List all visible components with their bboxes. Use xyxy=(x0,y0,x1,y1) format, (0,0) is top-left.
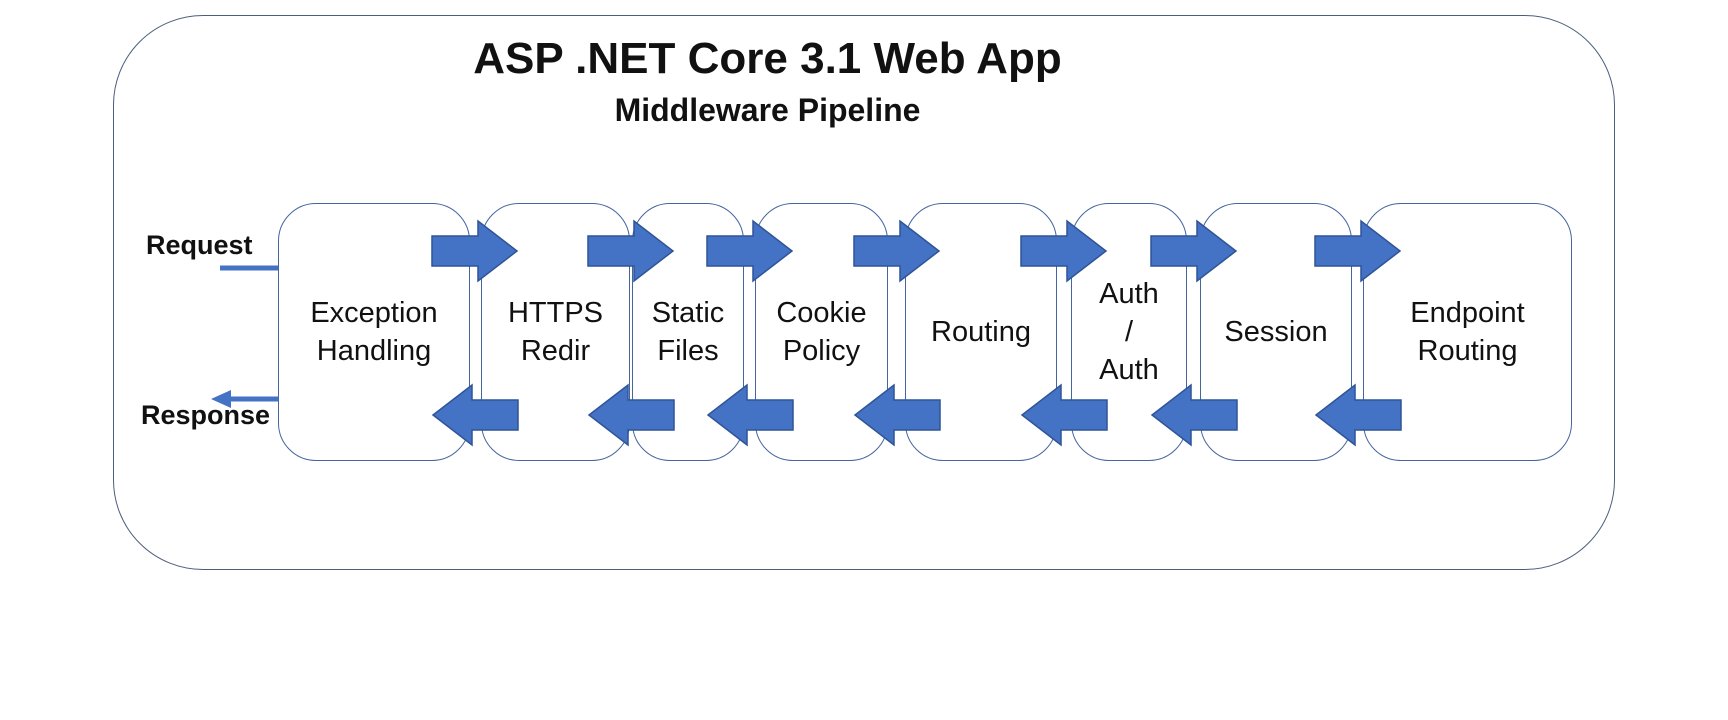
box-label: Auth / Auth xyxy=(1099,277,1159,387)
box-label: Routing xyxy=(931,315,1031,348)
block-arrow-left-icon xyxy=(853,383,941,447)
request-label: Request xyxy=(146,230,253,260)
block-arrow-left-icon xyxy=(1150,383,1238,447)
response-label: Response xyxy=(141,400,271,430)
box-label: Session xyxy=(1224,315,1328,348)
title-block: ASP .NET Core 3.1 Web App Middleware Pip… xyxy=(380,34,1155,129)
block-arrow-right-icon xyxy=(1314,219,1402,283)
web-app-boundary-frame xyxy=(113,15,1615,570)
box-label: Exception Handling xyxy=(310,296,438,367)
block-arrow-right-icon xyxy=(706,219,794,283)
middleware-box-endpoint-routing: Endpoint Routing xyxy=(1363,203,1572,461)
diagram-subtitle: Middleware Pipeline xyxy=(614,91,921,128)
diagram-title: ASP .NET Core 3.1 Web App xyxy=(473,34,1062,83)
box-label: Endpoint Routing xyxy=(1410,296,1525,367)
block-arrow-left-icon xyxy=(706,383,794,447)
block-arrow-right-icon xyxy=(1020,219,1108,283)
block-arrow-left-icon xyxy=(1314,383,1402,447)
block-arrow-right-icon xyxy=(587,219,675,283)
box-label: HTTPS Redir xyxy=(507,296,604,367)
box-label: Cookie Policy xyxy=(776,296,867,367)
block-arrow-left-icon xyxy=(431,383,519,447)
block-arrow-right-icon xyxy=(853,219,941,283)
block-arrow-right-icon xyxy=(1150,219,1238,283)
box-label: Static Files xyxy=(651,296,725,367)
block-arrow-left-icon xyxy=(587,383,675,447)
block-arrow-right-icon xyxy=(431,219,519,283)
block-arrow-left-icon xyxy=(1020,383,1108,447)
